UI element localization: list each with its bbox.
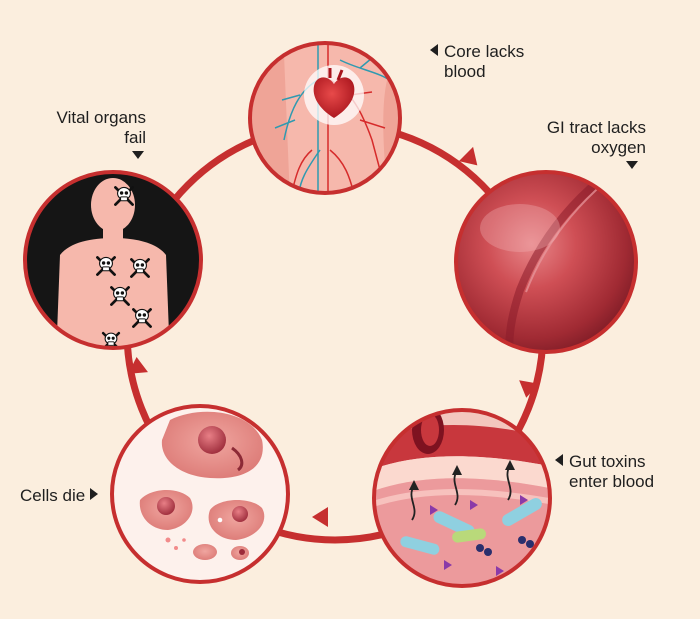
gi-circle-border: [454, 170, 638, 354]
bacteria: [400, 495, 542, 576]
arrow-gi-to-gut: [519, 380, 539, 398]
arrow-cells-to-organs: [128, 357, 148, 374]
core-circle-border: [248, 41, 402, 195]
organs-illustration: [23, 170, 203, 350]
label-vital-organs: Vital organs fail: [14, 108, 146, 163]
arrow-gut-to-cells: [312, 507, 328, 527]
label-core-line1: Core lacks: [444, 42, 525, 61]
pointer-left-icon: [555, 454, 563, 466]
pointer-down-icon: [132, 151, 144, 159]
label-gut-line2: enter blood: [569, 472, 655, 491]
gi-illustration: [454, 170, 638, 354]
label-cells-die: Cells die: [20, 486, 99, 506]
gi-fold: [505, 176, 603, 352]
label-gi-line1: GI tract lacks: [546, 118, 646, 137]
arrow-core-to-gi: [458, 146, 478, 166]
label-core-lacks-blood: Core lacks blood: [430, 42, 524, 82]
label-core-line2: blood: [444, 62, 486, 81]
core-illustration: [248, 41, 402, 195]
pointer-right-icon: [90, 488, 99, 500]
label-gi-tract: GI tract lacks oxygen: [498, 118, 646, 173]
cells-circle-border: [110, 404, 290, 584]
label-gut-toxins: Gut toxins enter blood: [555, 452, 654, 492]
gut-illustration: [372, 408, 552, 588]
heart-icon: [313, 77, 355, 118]
label-gut-line1: Gut toxins: [569, 452, 646, 471]
label-organs-line2: fail: [124, 128, 146, 147]
gut-circle-border: [372, 408, 552, 588]
cells-illustration: [110, 404, 290, 584]
organs-circle-border: [23, 170, 203, 350]
gi-highlight: [480, 204, 560, 252]
pointer-left-icon: [430, 44, 438, 56]
label-organs-line1: Vital organs: [56, 108, 146, 127]
pointer-down-icon: [626, 161, 638, 169]
label-cells-line1: Cells die: [20, 486, 86, 505]
cycle-arrows: [128, 146, 539, 527]
label-gi-line2: oxygen: [591, 138, 646, 157]
